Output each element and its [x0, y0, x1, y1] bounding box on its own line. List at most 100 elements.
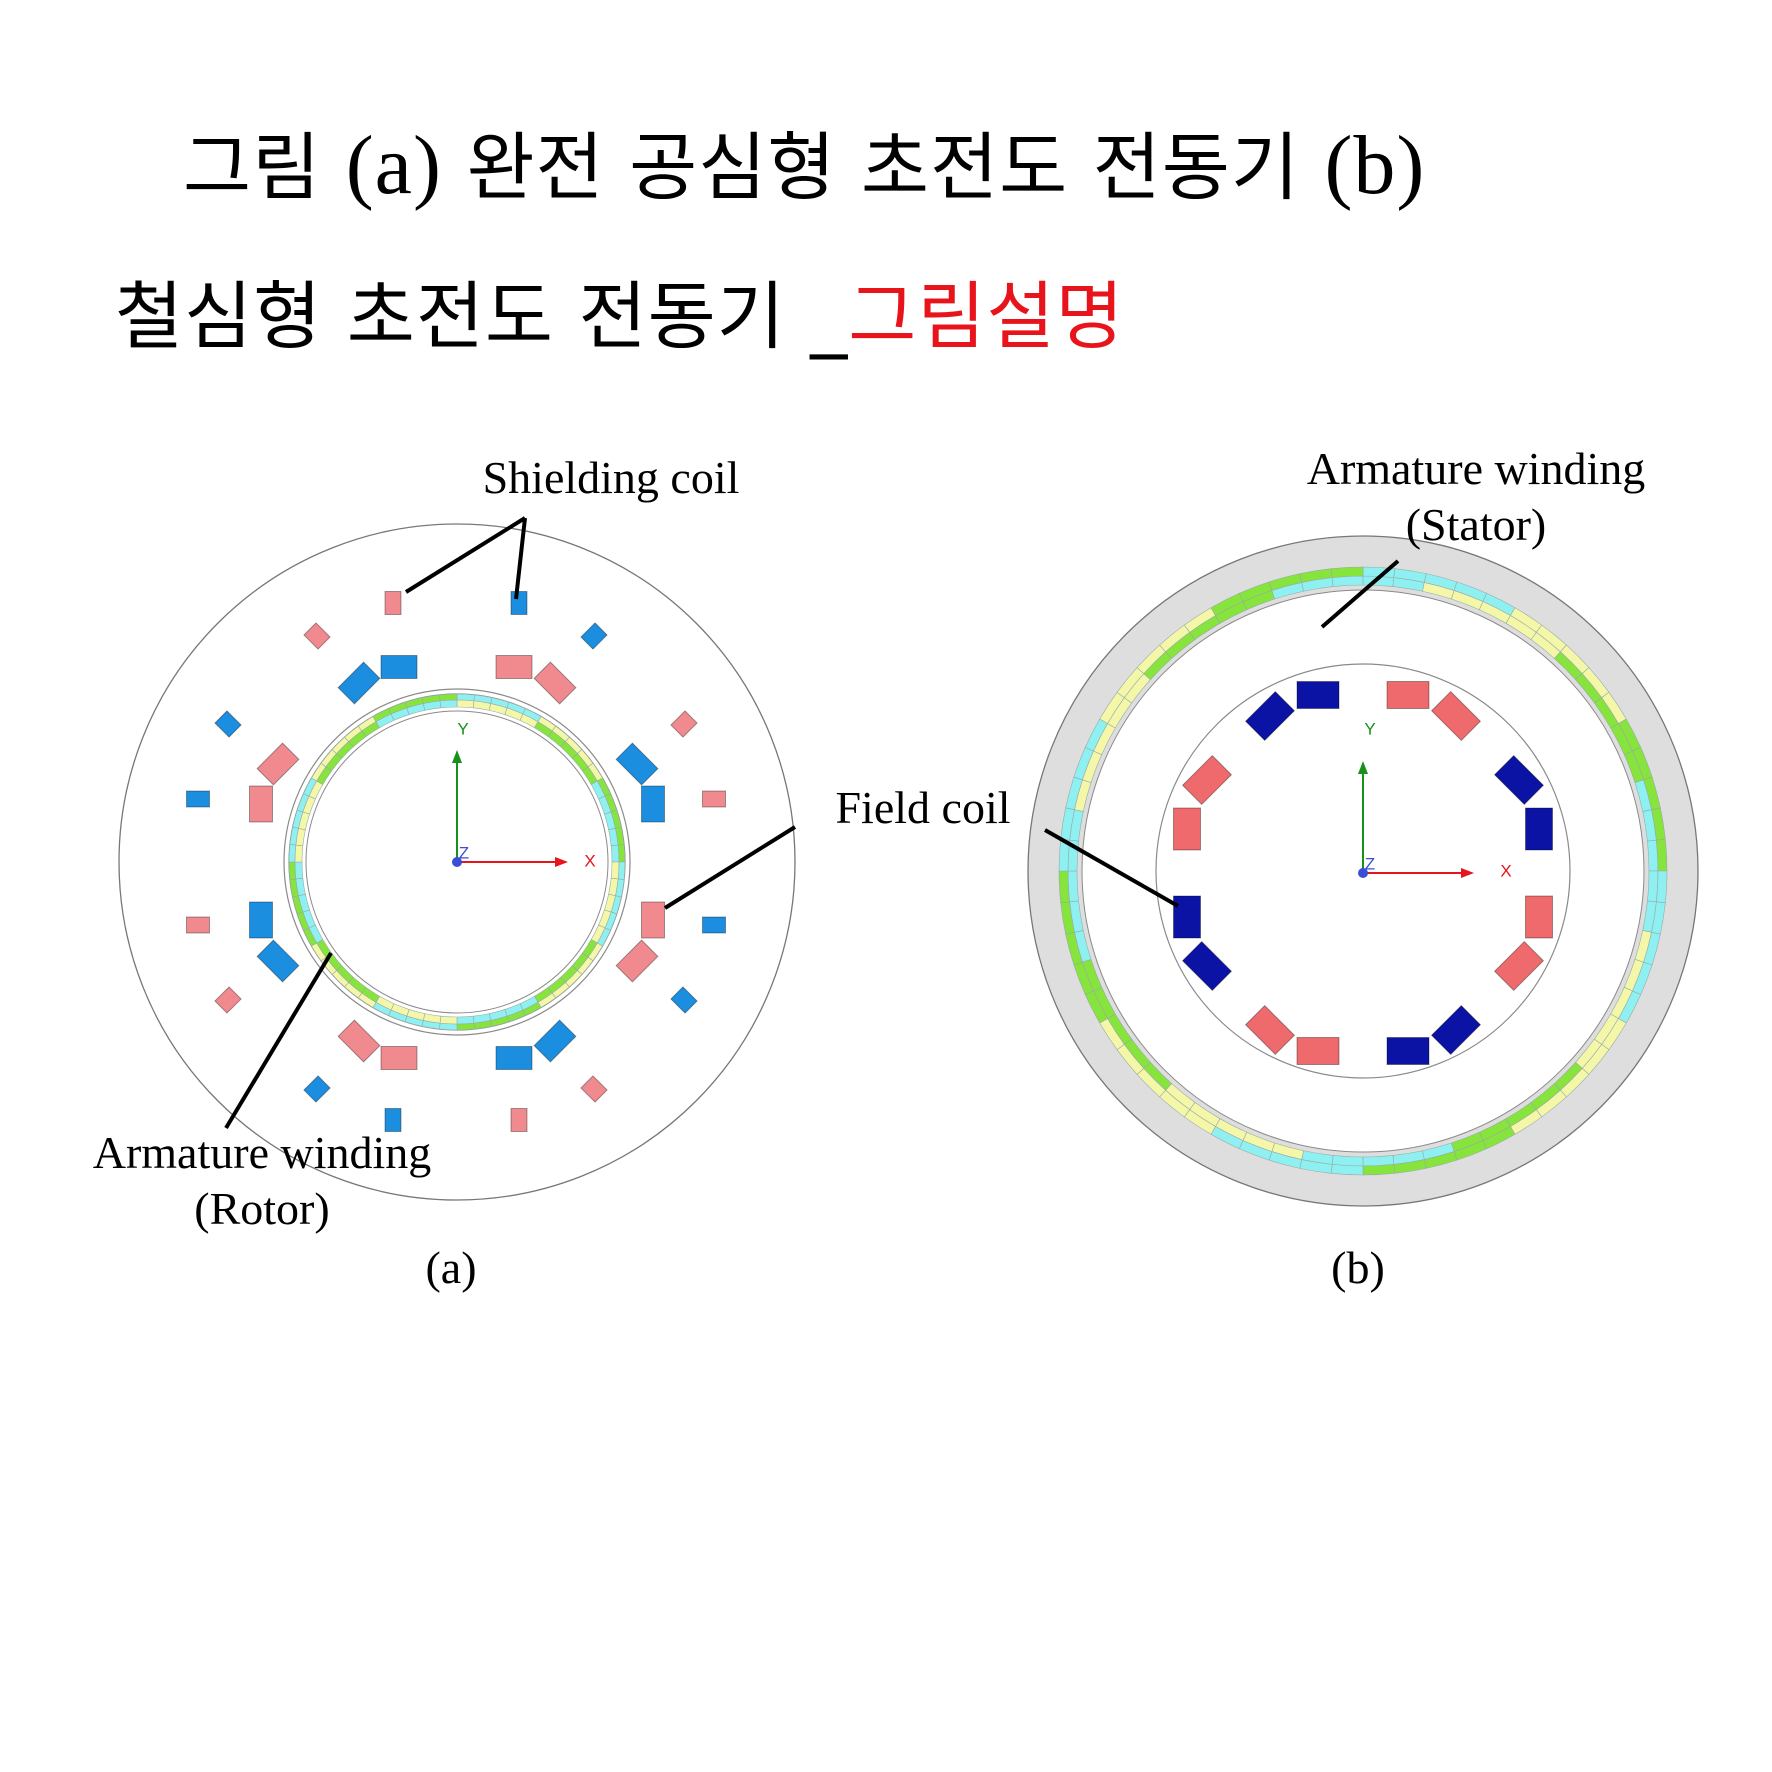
- rotor-winding-inner-segment: [456, 1015, 475, 1025]
- stator-winding-outer-segment: [1647, 870, 1659, 903]
- shielding-leader-line-1: [404, 516, 527, 594]
- field-coil: [256, 939, 300, 983]
- title-motor-a: 완전 공심형 초전도 전동기: [466, 125, 1300, 211]
- field-coil: [1525, 807, 1553, 851]
- figure-b-x-label: X: [1500, 861, 1511, 880]
- figure-a-y-label: Y: [457, 719, 468, 738]
- armature-stator-label-line-2: (Stator): [1406, 499, 1547, 550]
- figure-a-axis-triad: X Y Z: [452, 719, 596, 870]
- stator-winding-inner-segment: [1058, 870, 1070, 904]
- figure-a-x-arrowhead: [555, 857, 568, 867]
- figure-b-x-arrowhead: [1461, 868, 1474, 878]
- field-coil: [533, 661, 577, 705]
- rotor-winding-inner-segment: [439, 699, 458, 709]
- figure-a-z-label: Z: [459, 843, 469, 862]
- figure-b-caption: (b): [1331, 1242, 1385, 1293]
- shielding-coil-label: Shielding coil: [483, 452, 740, 503]
- field-coil: [1244, 1004, 1296, 1056]
- title-highlight: 그림설명: [848, 274, 1125, 360]
- title-line-1: 그림 (a) 완전 공심형 초전도 전동기 (b): [183, 108, 1425, 215]
- shielding-leader-line-2: [514, 517, 527, 600]
- field-coil: [1430, 690, 1482, 742]
- field-coil-leader-line-a: [663, 825, 797, 910]
- figure-b-y-arrowhead: [1358, 761, 1368, 774]
- shielding-coil: [303, 1075, 331, 1103]
- title-paren-b: (b): [1324, 119, 1426, 212]
- title-paren-a: (a): [345, 119, 442, 212]
- rotor-winding-inner-segment: [456, 699, 475, 709]
- shielding-coil: [510, 591, 528, 615]
- field-coil: [533, 1019, 577, 1063]
- field-coil: [1173, 895, 1201, 939]
- field-coil: [641, 785, 665, 823]
- shielding-coil: [384, 1108, 402, 1132]
- field-coil-leader-line-b: [1044, 828, 1179, 908]
- stator-winding-outer-segment: [1331, 1155, 1364, 1167]
- field-coil: [1173, 807, 1201, 851]
- field-coil: [1386, 681, 1430, 709]
- figure-b-armature-winding-ring: [1058, 566, 1668, 1176]
- figure-b-rotor-boundary: [1155, 663, 1571, 1079]
- field-coil: [495, 655, 533, 679]
- rotor-winding-inner-segment: [610, 861, 620, 880]
- title-motor-b: 철심형 초전도 전동기 _: [115, 274, 849, 360]
- figure-a-armature-winding-ring: [288, 693, 626, 1031]
- figure-a-x-label: X: [584, 851, 595, 870]
- field-coil: [1430, 1004, 1482, 1056]
- field-coil: [1181, 754, 1233, 806]
- field-coil: [1493, 940, 1545, 992]
- field-coil: [1296, 681, 1340, 709]
- figure-b-axis-triad: X Y Z: [1358, 719, 1512, 880]
- figure-b-z-label: Z: [1365, 854, 1375, 873]
- field-coil: [256, 742, 300, 786]
- shielding-coil: [670, 986, 698, 1014]
- field-coil: [380, 1046, 418, 1070]
- shielding-coil: [303, 622, 331, 650]
- field-coil: [1493, 754, 1545, 806]
- rotor-winding-inner-segment: [294, 844, 304, 863]
- shielding-coil: [384, 591, 402, 615]
- field-coil: [615, 742, 659, 786]
- title-line-2: 철심형 초전도 전동기 _그림설명: [115, 257, 1125, 364]
- shielding-coil: [702, 916, 726, 934]
- field-coil: [495, 1046, 533, 1070]
- field-coil: [337, 1019, 381, 1063]
- field-coil: [1181, 940, 1233, 992]
- stator-winding-outer-segment: [1067, 870, 1079, 903]
- field-coil: [249, 901, 273, 939]
- shielding-coil: [580, 1075, 608, 1103]
- stator-winding-inner-segment: [1330, 566, 1364, 578]
- armature-stator-label-line-1: Armature winding: [1307, 443, 1646, 494]
- stator-winding-outer-segment: [1647, 839, 1659, 872]
- shielding-coil: [214, 986, 242, 1014]
- shielding-coil: [186, 916, 210, 934]
- figure-b-field-coils: [1173, 681, 1553, 1065]
- figure-a-y-arrowhead: [452, 750, 462, 763]
- shielding-coil: [214, 710, 242, 738]
- armature-rotor-leader-line: [224, 951, 333, 1130]
- rotor-winding-inner-segment: [610, 844, 620, 863]
- figure-a-air-core-motor: X Y Z Shielding coil Field coil Armature…: [93, 452, 1011, 1293]
- field-coil: [337, 661, 381, 705]
- figure-b-y-label: Y: [1364, 719, 1375, 738]
- title-word-figure: 그림: [183, 125, 322, 211]
- rotor-winding-inner-segment: [294, 861, 304, 880]
- field-coil: [380, 655, 418, 679]
- shielding-coil: [702, 790, 726, 808]
- stator-winding-inner-segment: [1656, 870, 1668, 904]
- rotor-winding-inner-segment: [439, 1015, 458, 1025]
- figure-a-caption: (a): [425, 1242, 476, 1293]
- field-coil: [1386, 1037, 1430, 1065]
- field-coil: [641, 901, 665, 939]
- field-coil: [1525, 895, 1553, 939]
- figure-a-shield-ring-outer: [283, 688, 631, 1036]
- stator-winding-inner-segment: [1330, 1164, 1364, 1176]
- shielding-coil: [670, 710, 698, 738]
- figure-a-z-origin: [452, 857, 462, 867]
- field-coil: [1244, 690, 1296, 742]
- stator-winding-inner-segment: [1362, 1164, 1396, 1176]
- field-coil-label: Field coil: [835, 782, 1010, 833]
- field-coil: [1296, 1037, 1340, 1065]
- shielding-coil: [580, 622, 608, 650]
